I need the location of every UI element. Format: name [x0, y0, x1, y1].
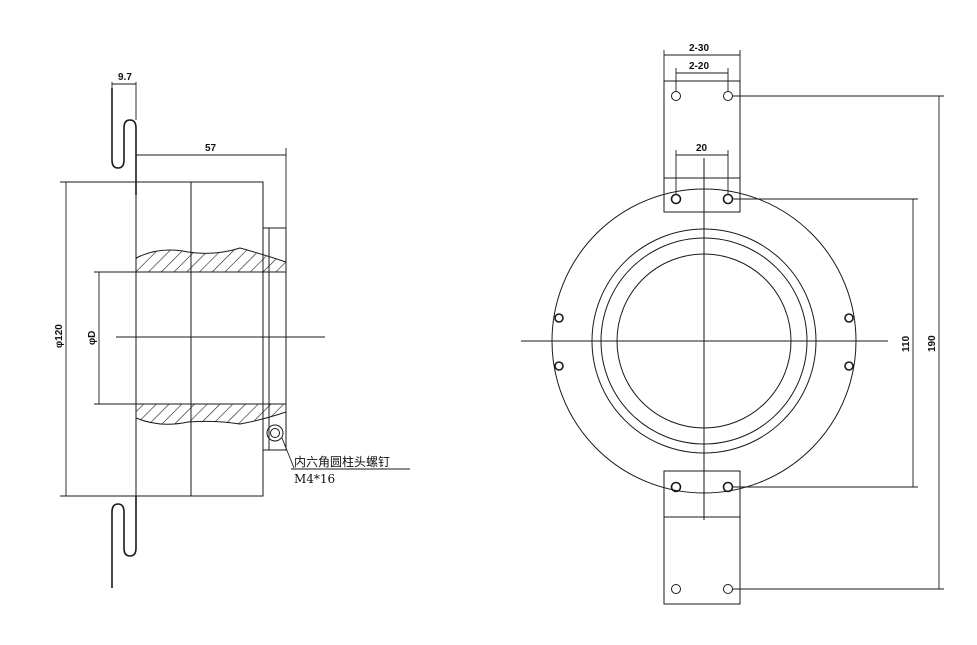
flange-hole: [844, 361, 854, 371]
flange-hole: [844, 313, 854, 323]
dim-9.7-label: 9.7: [118, 72, 132, 83]
screw-callout-name: 内六角圆柱头螺钉: [294, 454, 390, 469]
bracket-top-overlap: [663, 177, 741, 213]
dim-2-30-label: 2-30: [689, 43, 709, 54]
dim-190-label: 190: [927, 335, 938, 352]
housing-body: [135, 181, 264, 497]
bracket-hole-outer: [723, 584, 733, 594]
side-view: 9.7 57 φ120 φD 内六角圆柱头螺钉 M4*16: [54, 72, 410, 588]
dim-110-label: 110: [901, 335, 912, 352]
bracket-hole-inner: [670, 481, 682, 493]
flange-clip-bottom: [111, 496, 137, 588]
screw-callout-size: M4*16: [294, 472, 335, 486]
end-cap: [262, 227, 287, 451]
dim-phi120-label: φ120: [54, 324, 65, 348]
screw-head-outer: [266, 424, 284, 442]
bracket-hole-outer: [671, 91, 681, 101]
dim-57-label: 57: [205, 143, 217, 154]
screw-leader: [281, 437, 295, 469]
flange-hole: [554, 361, 564, 371]
dim-2-20-label: 2-20: [689, 61, 709, 72]
screw-head-inner: [270, 428, 280, 438]
dim-20-label: 20: [696, 143, 708, 154]
bracket-hole-outer: [723, 91, 733, 101]
bracket-hole-inner: [722, 481, 734, 493]
flange-hole: [554, 313, 564, 323]
bracket-hole-inner: [722, 193, 734, 205]
front-view: 2-30 2-20 20 110 190: [521, 43, 944, 605]
bore-section-upper: [135, 247, 287, 273]
dim-phiD-label: φD: [87, 331, 98, 345]
bracket-hole-inner: [670, 193, 682, 205]
bore-section-lower: [135, 403, 287, 425]
flange-clip-top: [111, 88, 137, 195]
bracket-bottom-overlap: [663, 470, 741, 518]
bracket-hole-outer: [671, 584, 681, 594]
